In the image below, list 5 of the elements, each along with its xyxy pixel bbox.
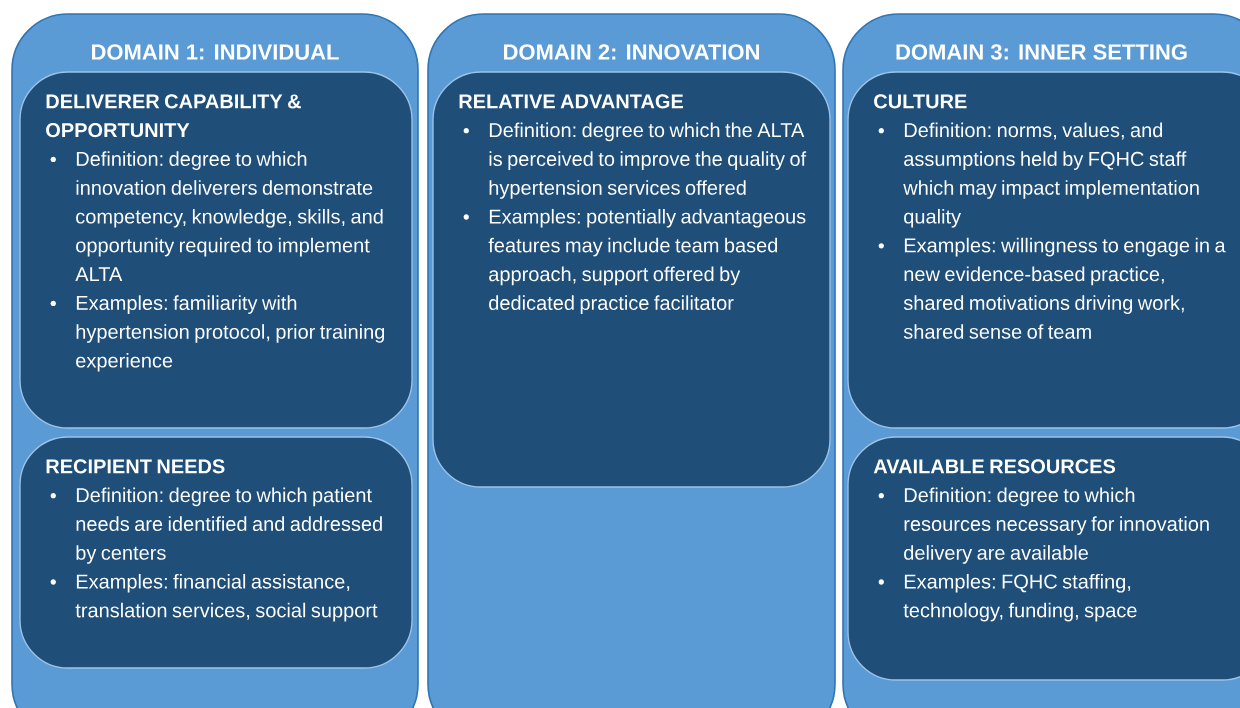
category-box: AVAILABLE RESOURCES Definition: degree to which resources necessary for innovation delivery are available Examples: FQHC staffing, technology, funding, space <box>847 436 1240 681</box>
category-box: RELATIVE ADVANTAGE Definition: degree to which the ALTA is perceived to improve the quality of hypertension services offered Examples: potentially advantageous features may include team based approach, support offered by dedicated practice facilitator <box>432 71 831 488</box>
category-box: CULTURE Definition: norms, values, and assumptions held by FQHC staff which may impact implementation quality Examples: willingness to engage in a new evidence-based practice, shared motivations driving work, shared sense of team <box>847 71 1240 429</box>
category-box: RECIPIENT NEEDS Definition: degree to which patient needs are identified and addressed by centers Examples: financial assistance, translation services, social support <box>19 436 413 669</box>
category-box: DELIVERER CAPABILITY & OPPORTUNITY Definition: degree to which innovation deliverers demonstrate competency, knowledge, skills, and opportunity required to implement ALTA Examples: familiarity with hypertension protocol, prior training experience <box>19 71 413 429</box>
